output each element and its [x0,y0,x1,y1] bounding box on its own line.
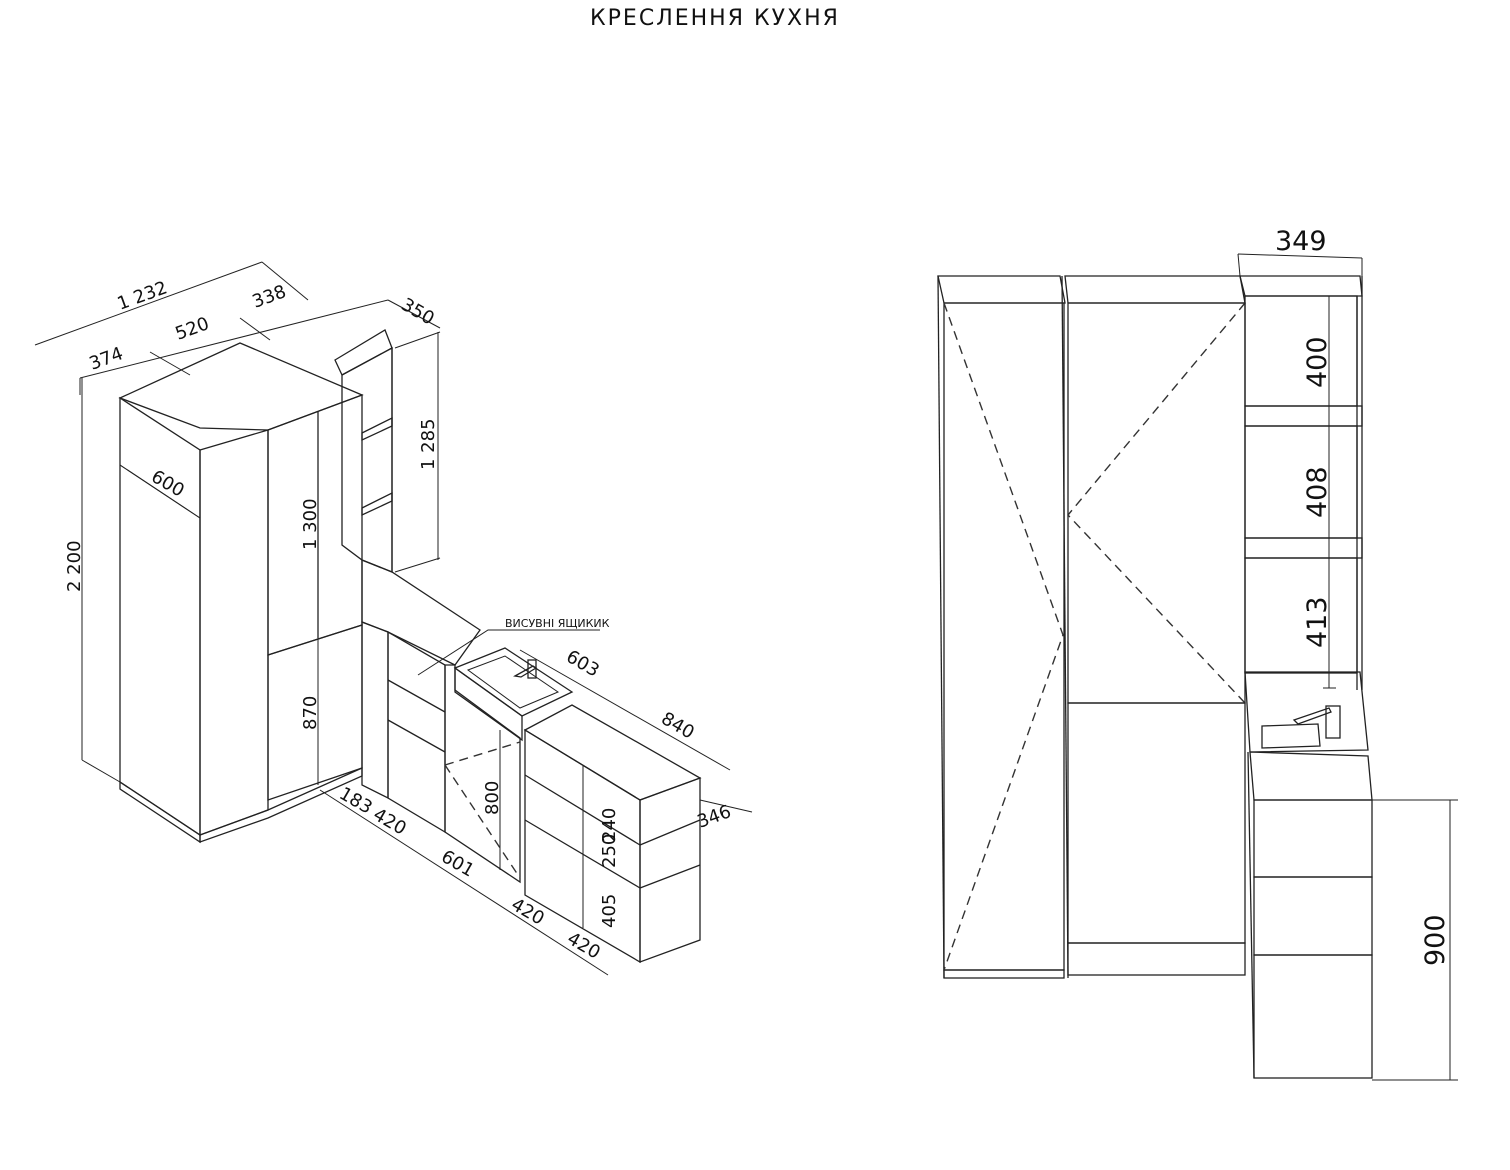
dim-1300: 1 300 [300,498,321,550]
countertop [361,559,481,666]
dim-405: 405 [599,894,620,928]
sink-cabinet [444,664,521,884]
dim-601: 601 [438,846,478,881]
dim-420-c: 420 [564,928,604,963]
dim-840: 840 [658,708,698,743]
dim-349: 349 [1275,226,1327,257]
isometric-view: ВИСУВНІ ЯЩИКИК 1 232 374 520 338 350 [34,261,753,976]
drawing-title: КРЕСЛЕННЯ КУХНЯ [590,6,840,31]
dim-350: 350 [398,294,438,329]
front-base-drawers [1247,751,1373,1079]
sink-icon [453,647,574,742]
dim-250: 250 [599,834,620,868]
dim-603: 603 [563,646,603,681]
annotation-leader [417,629,600,676]
tall-cabinet [118,342,364,844]
dim-870: 870 [300,696,321,730]
dim-2200: 2 200 [64,540,85,592]
dim-408: 408 [1302,466,1333,518]
dim-1285: 1 285 [418,418,439,470]
dim-420-b: 420 [508,894,548,929]
dim-240: 240 [599,808,620,842]
dim-413: 413 [1302,596,1333,648]
dim-900: 900 [1420,914,1451,966]
drawers-annotation: ВИСУВНІ ЯЩИКИК [505,617,610,630]
upper-cabinet [199,394,363,843]
front-view: 349 400 408 413 900 [937,226,1458,1081]
dim-400: 400 [1302,336,1333,388]
front-tall-cabinet [937,275,1066,979]
dim-total-width: 1 232 [115,277,171,314]
dim-800: 800 [482,781,503,815]
corner-base-block [523,704,702,964]
dim-374: 374 [87,343,126,374]
iso-dimension-lines [34,261,753,976]
front-sink-counter [1244,671,1369,753]
open-shelf-unit [334,329,393,573]
dim-338: 338 [250,281,289,312]
front-open-shelves [1239,275,1363,690]
front-dimension-lines [1237,253,1458,1081]
front-middle-cabinet [1061,275,1246,979]
dim-520: 520 [173,313,212,344]
